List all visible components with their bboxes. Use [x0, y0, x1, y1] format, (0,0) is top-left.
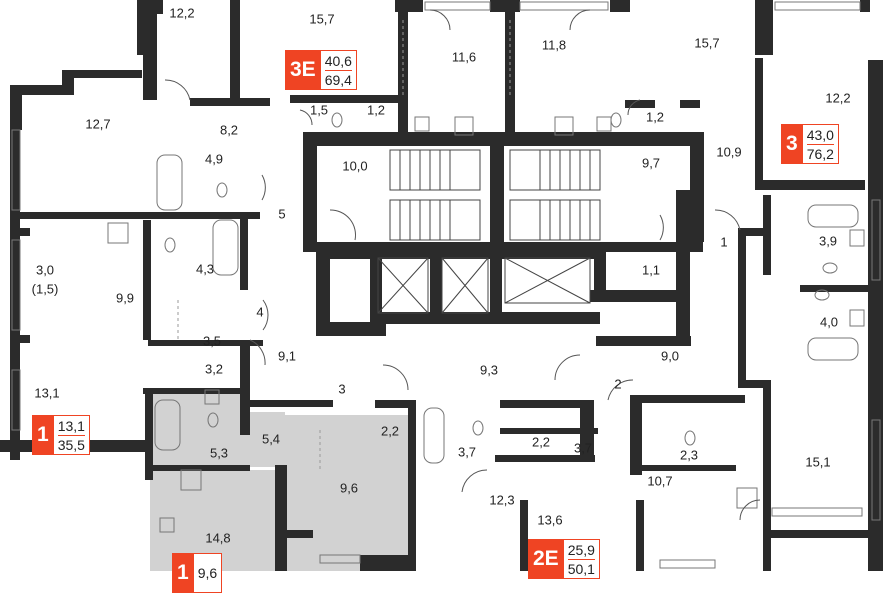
living-area: 9,6	[197, 565, 218, 581]
room-area: 2,3	[679, 447, 699, 463]
apartment-type: 3E	[285, 50, 321, 90]
apartment-type: 2E	[528, 539, 564, 579]
room-area: 8,2	[219, 122, 239, 138]
apartment-type: 1	[32, 415, 54, 455]
room-area: 5,4	[261, 431, 281, 447]
room-area: 15,7	[309, 11, 335, 27]
room-area: 14,8	[205, 530, 231, 546]
room-area: 15,7	[694, 35, 720, 51]
room-area: 2,2	[531, 434, 551, 450]
room-area: 4,3	[195, 261, 215, 277]
apartment-areas: 9,6	[193, 553, 223, 593]
room-area: 1,2	[645, 109, 665, 125]
living-area: 40,6	[324, 52, 352, 71]
room-area: 1,1	[641, 262, 661, 278]
living-area: 25,9	[567, 541, 595, 560]
room-area: 1,5	[309, 102, 329, 118]
doors	[164, 9, 761, 521]
room-area: 9,0	[660, 348, 680, 364]
apartment-badge-3[interactable]: 3 43,0 76,2	[781, 124, 839, 164]
room-area: 10,9	[716, 144, 742, 160]
room-area: 9,3	[479, 362, 499, 378]
apartment-type: 3	[781, 124, 803, 164]
room-area: 10,7	[647, 473, 673, 489]
elevators	[377, 257, 591, 314]
room-area: 3,2	[204, 361, 224, 377]
room-area: 3,7	[457, 444, 477, 460]
room-area: 12,2	[169, 5, 195, 21]
room-area: 10,0	[342, 158, 368, 174]
corridor-number: 2	[614, 376, 622, 392]
room-area: 4,0	[819, 314, 839, 330]
apartment-badge-partial[interactable]: 1 9,6	[172, 553, 223, 593]
total-area: 69,4	[324, 71, 352, 88]
corridor-number: 3	[338, 381, 346, 397]
apartment-areas: 13,1 35,5	[53, 415, 90, 455]
room-area: 9,1	[277, 348, 297, 364]
living-area: 13,1	[57, 417, 85, 436]
corridor-number: 4	[256, 304, 264, 320]
walls	[0, 0, 883, 571]
room-area: 9,7	[641, 155, 661, 171]
total-area: 50,1	[567, 560, 595, 577]
total-area: 76,2	[806, 145, 834, 162]
apartment-badge-1[interactable]: 1 13,1 35,5	[32, 415, 90, 455]
room-area: 15,1	[805, 454, 831, 470]
room-area: 13,6	[537, 512, 563, 528]
room-area: 9,9	[115, 290, 135, 306]
apartment-areas: 43,0 76,2	[802, 124, 839, 164]
room-area: 13,1	[34, 385, 60, 401]
corridor-number: 1	[720, 234, 728, 250]
room-area: 12,2	[825, 90, 851, 106]
apartment-areas: 25,9 50,1	[563, 539, 600, 579]
apartment-areas: 40,6 69,4	[320, 50, 357, 90]
stairs	[389, 149, 601, 241]
room-area: 2,2	[380, 423, 400, 439]
room-area: 3,7	[573, 440, 593, 456]
room-area: 11,8	[541, 37, 567, 53]
apartment-type: 1	[172, 553, 194, 593]
windows	[11, 1, 881, 569]
apartment-badge-3e[interactable]: 3E 40,6 69,4	[285, 50, 357, 90]
room-area: 3,5	[202, 333, 222, 349]
corridor-number: 5	[278, 206, 286, 222]
room-area: 11,6	[451, 49, 477, 65]
apartment-badge-2e[interactable]: 2E 25,9 50,1	[528, 539, 600, 579]
room-area: 4,9	[204, 151, 224, 167]
room-area: 5,3	[209, 445, 229, 461]
living-area: 43,0	[806, 126, 834, 145]
room-area: (1,5)	[31, 281, 59, 297]
room-area: 12,3	[489, 492, 515, 508]
room-area: 3,9	[818, 233, 838, 249]
total-area: 35,5	[57, 436, 85, 453]
room-area: 12,7	[85, 116, 111, 132]
room-area: 1,2	[366, 102, 386, 118]
floor-plan	[0, 0, 883, 571]
room-area: 9,6	[339, 480, 359, 496]
fixtures	[107, 112, 865, 533]
room-area: 3,0	[35, 262, 55, 278]
partition-lines	[177, 20, 511, 470]
